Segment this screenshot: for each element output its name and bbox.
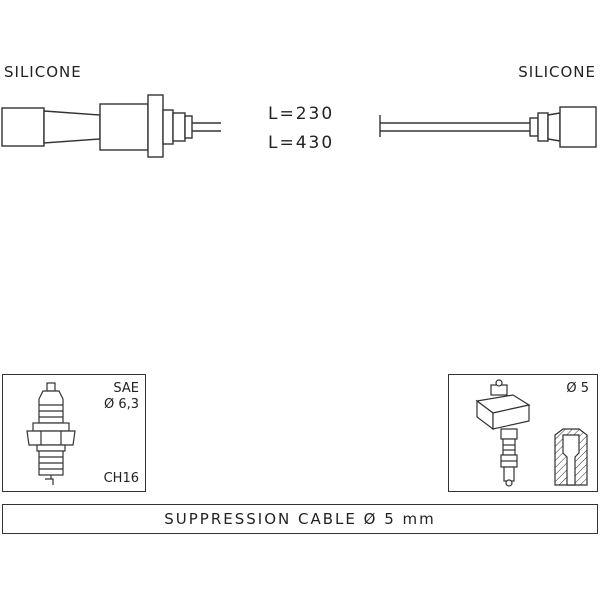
ignition-coil-icon [475, 379, 531, 487]
left-boot [1, 94, 193, 158]
thread-standard-label: SAE [113, 381, 139, 396]
length-label-2: L=430 [268, 133, 335, 153]
spark-plug-box: SAE Ø 6,3 CH16 [2, 374, 146, 492]
right-boot [529, 106, 597, 148]
right-end-material-label: SILICONE [518, 63, 596, 81]
plug-terminal-diameter-label: Ø 6,3 [103, 397, 139, 412]
spark-plug-icon [26, 382, 76, 485]
left-cable-stub [192, 122, 221, 132]
ignition-coil-box: Ø 5 [448, 374, 598, 492]
terminal-section-icon [554, 428, 588, 486]
coil-terminal-diameter-label: Ø 5 [566, 381, 589, 396]
hex-size-label: CH16 [103, 471, 139, 486]
left-end-material-label: SILICONE [4, 63, 82, 81]
suppression-cable-banner: SUPPRESSION CABLE Ø 5 mm [2, 504, 598, 534]
length-label-1: L=230 [268, 104, 335, 124]
ignition-cable-drawing [1, 94, 597, 158]
right-cable [379, 115, 530, 137]
